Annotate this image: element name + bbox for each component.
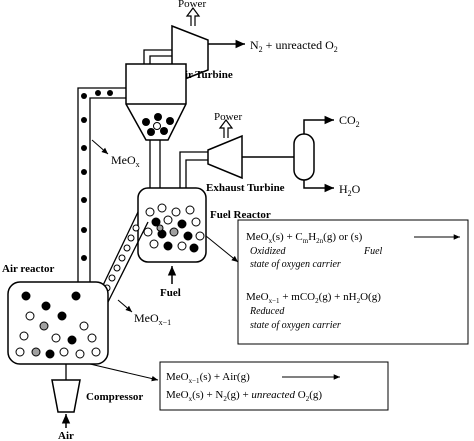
power-arrow-mid-icon (218, 119, 234, 138)
co2-arrow (303, 115, 334, 134)
air-eq-line2: MeOx(s) + N2(g) + unreacted O2(g) (166, 389, 322, 403)
cyclone-downcomer (149, 140, 161, 188)
reduced-label: Reduced (249, 306, 285, 317)
power-label-mid: Power (214, 111, 242, 123)
fuel-box-pointer (205, 235, 239, 263)
condenser (293, 133, 315, 181)
exhaust-pipe (179, 151, 208, 188)
air-inlet-label: Air (58, 430, 74, 441)
h2o-label: H2O (339, 182, 361, 198)
exhaust-turbine-label: Exhaust Turbine (206, 182, 285, 194)
h2o-arrow (303, 180, 334, 193)
fuel-eq-line1: MeOx(s) + CmH2n(g) or (s) (246, 231, 363, 245)
power-label-top: Power (178, 0, 206, 10)
meox-pointer (91, 139, 109, 155)
riser-pipe (77, 87, 126, 290)
meox1-label: MeOx−1 (134, 311, 171, 327)
air-reaction-box (159, 361, 389, 411)
exhaust-turbine (207, 134, 243, 180)
fuel-eq-line2: MeOx−1 + mCO2(g) + nH2O(g) (246, 291, 381, 305)
air-reactor (7, 281, 109, 365)
oxidized-label: Oxidized (250, 246, 287, 257)
meox1-pointer (117, 299, 133, 313)
air-box-pointer (89, 363, 159, 382)
air-reactor-particles (15, 291, 101, 359)
n2-output-label: N2 + unreacted O2 (250, 38, 338, 54)
co2-label: CO2 (339, 113, 360, 129)
fuel-word-label: Fuel (363, 246, 383, 257)
fuel-reactor-particles (143, 203, 205, 253)
state-reduced-label: state of oxygen carrier (250, 320, 341, 331)
fuel-reaction-box (237, 219, 469, 345)
state-oxidized-label: state of oxygen carrier (250, 259, 341, 270)
turbine-pipe (143, 49, 172, 64)
meox-label: MeOx (111, 153, 140, 169)
cyclone-particles (142, 113, 174, 136)
power-arrow-top-icon (185, 7, 201, 26)
compressor (51, 379, 81, 413)
compressor-label: Compressor (86, 391, 143, 403)
air-reactor-label: Air reactor (2, 263, 55, 275)
air-eq-line1: MeOx−1(s) + Air(g) (166, 371, 250, 385)
fuel-label: Fuel (160, 287, 181, 299)
fuel-reactor-label: Fuel Reactor (210, 209, 271, 221)
riser-particles (81, 90, 113, 261)
air-turbine-label: Air Turbine (177, 69, 233, 81)
